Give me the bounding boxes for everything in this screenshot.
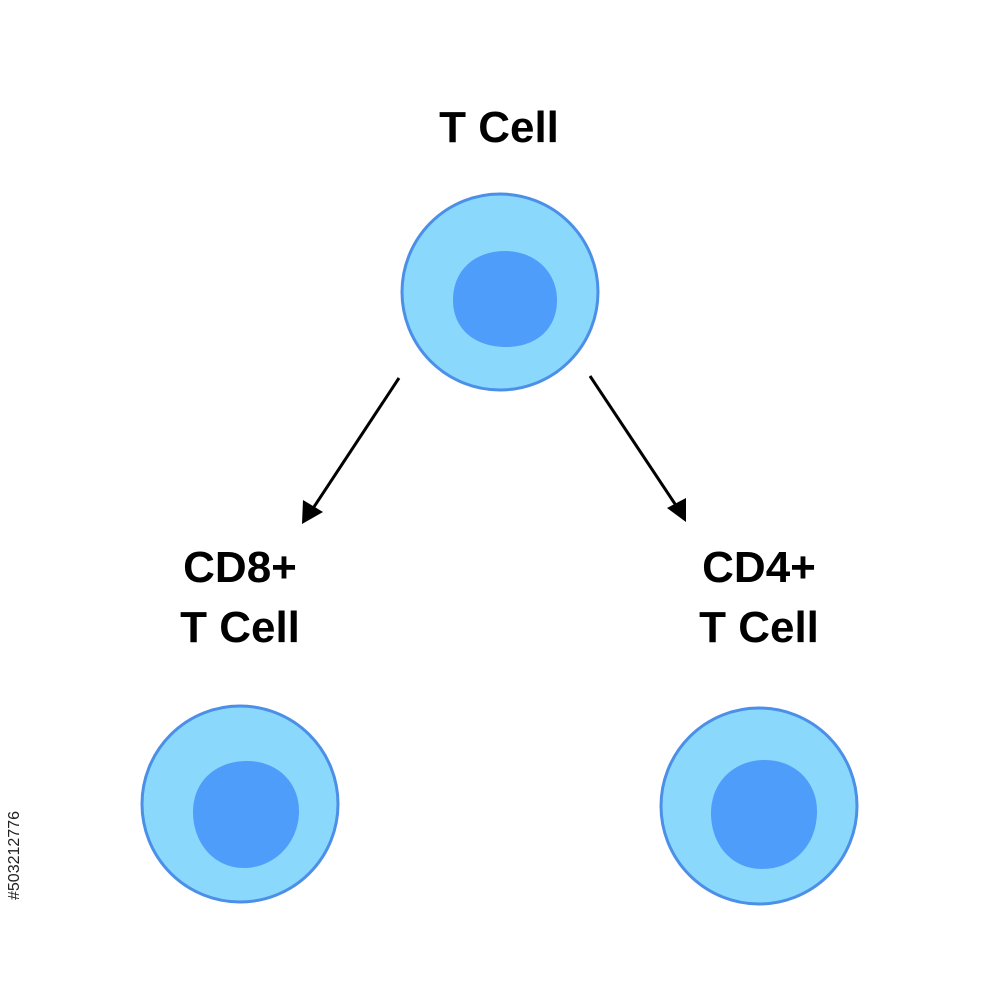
parent-cell-nucleus bbox=[453, 251, 557, 347]
parent-cell-title: T Cell bbox=[439, 103, 559, 152]
cd8-cell-label: CD8+ T Cell bbox=[90, 538, 390, 658]
cd4-t-cell bbox=[659, 706, 859, 906]
arrowhead-cd4 bbox=[667, 498, 686, 522]
cd4-cell-nucleus bbox=[711, 760, 817, 869]
parent-cell-label: T Cell bbox=[349, 98, 649, 158]
arrowhead-cd8 bbox=[302, 500, 323, 524]
cd8-label-line2: T Cell bbox=[180, 603, 300, 652]
cd4-label-line1: CD4+ bbox=[702, 543, 816, 592]
cd4-label-line2: T Cell bbox=[699, 603, 819, 652]
stock-image-id: #503212776 bbox=[6, 811, 23, 900]
cd8-label-line1: CD8+ bbox=[183, 543, 297, 592]
parent-t-cell bbox=[400, 192, 600, 392]
cd8-cell-nucleus bbox=[193, 761, 299, 868]
cd4-cell-label: CD4+ T Cell bbox=[609, 538, 909, 658]
arrow-to-cd8 bbox=[304, 377, 401, 520]
arrow-to-cd4 bbox=[588, 375, 685, 517]
cd8-t-cell bbox=[140, 704, 340, 904]
